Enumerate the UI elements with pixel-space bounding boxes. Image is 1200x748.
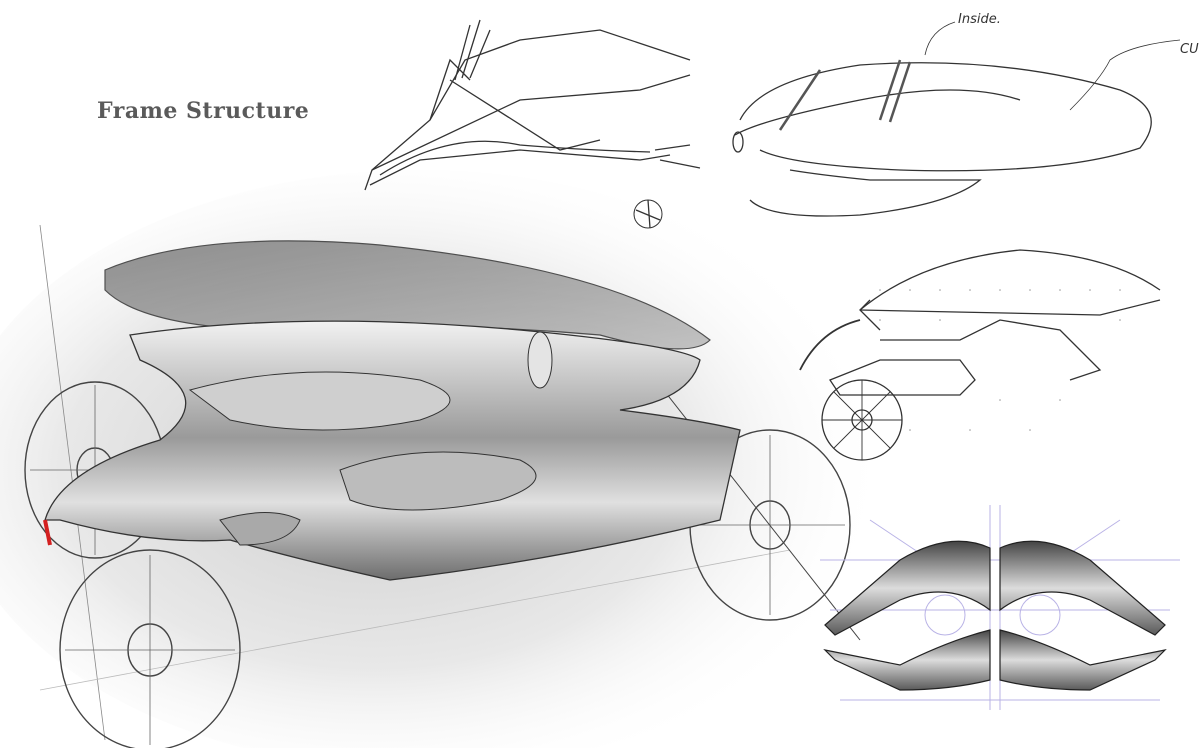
frame-skeleton-sketch [364,19,701,229]
annotation-cu: CU [1180,42,1199,57]
taillight [43,519,52,546]
side-profile-sketch [799,249,1161,461]
canopy-top-sketch [732,21,1181,217]
suspension-arm-render [820,505,1180,710]
annotation-inside: Inside. [958,12,1001,27]
dot-grid [879,289,1121,431]
main-trike-render [24,240,861,748]
sheet-title: Frame Structure [97,98,310,124]
